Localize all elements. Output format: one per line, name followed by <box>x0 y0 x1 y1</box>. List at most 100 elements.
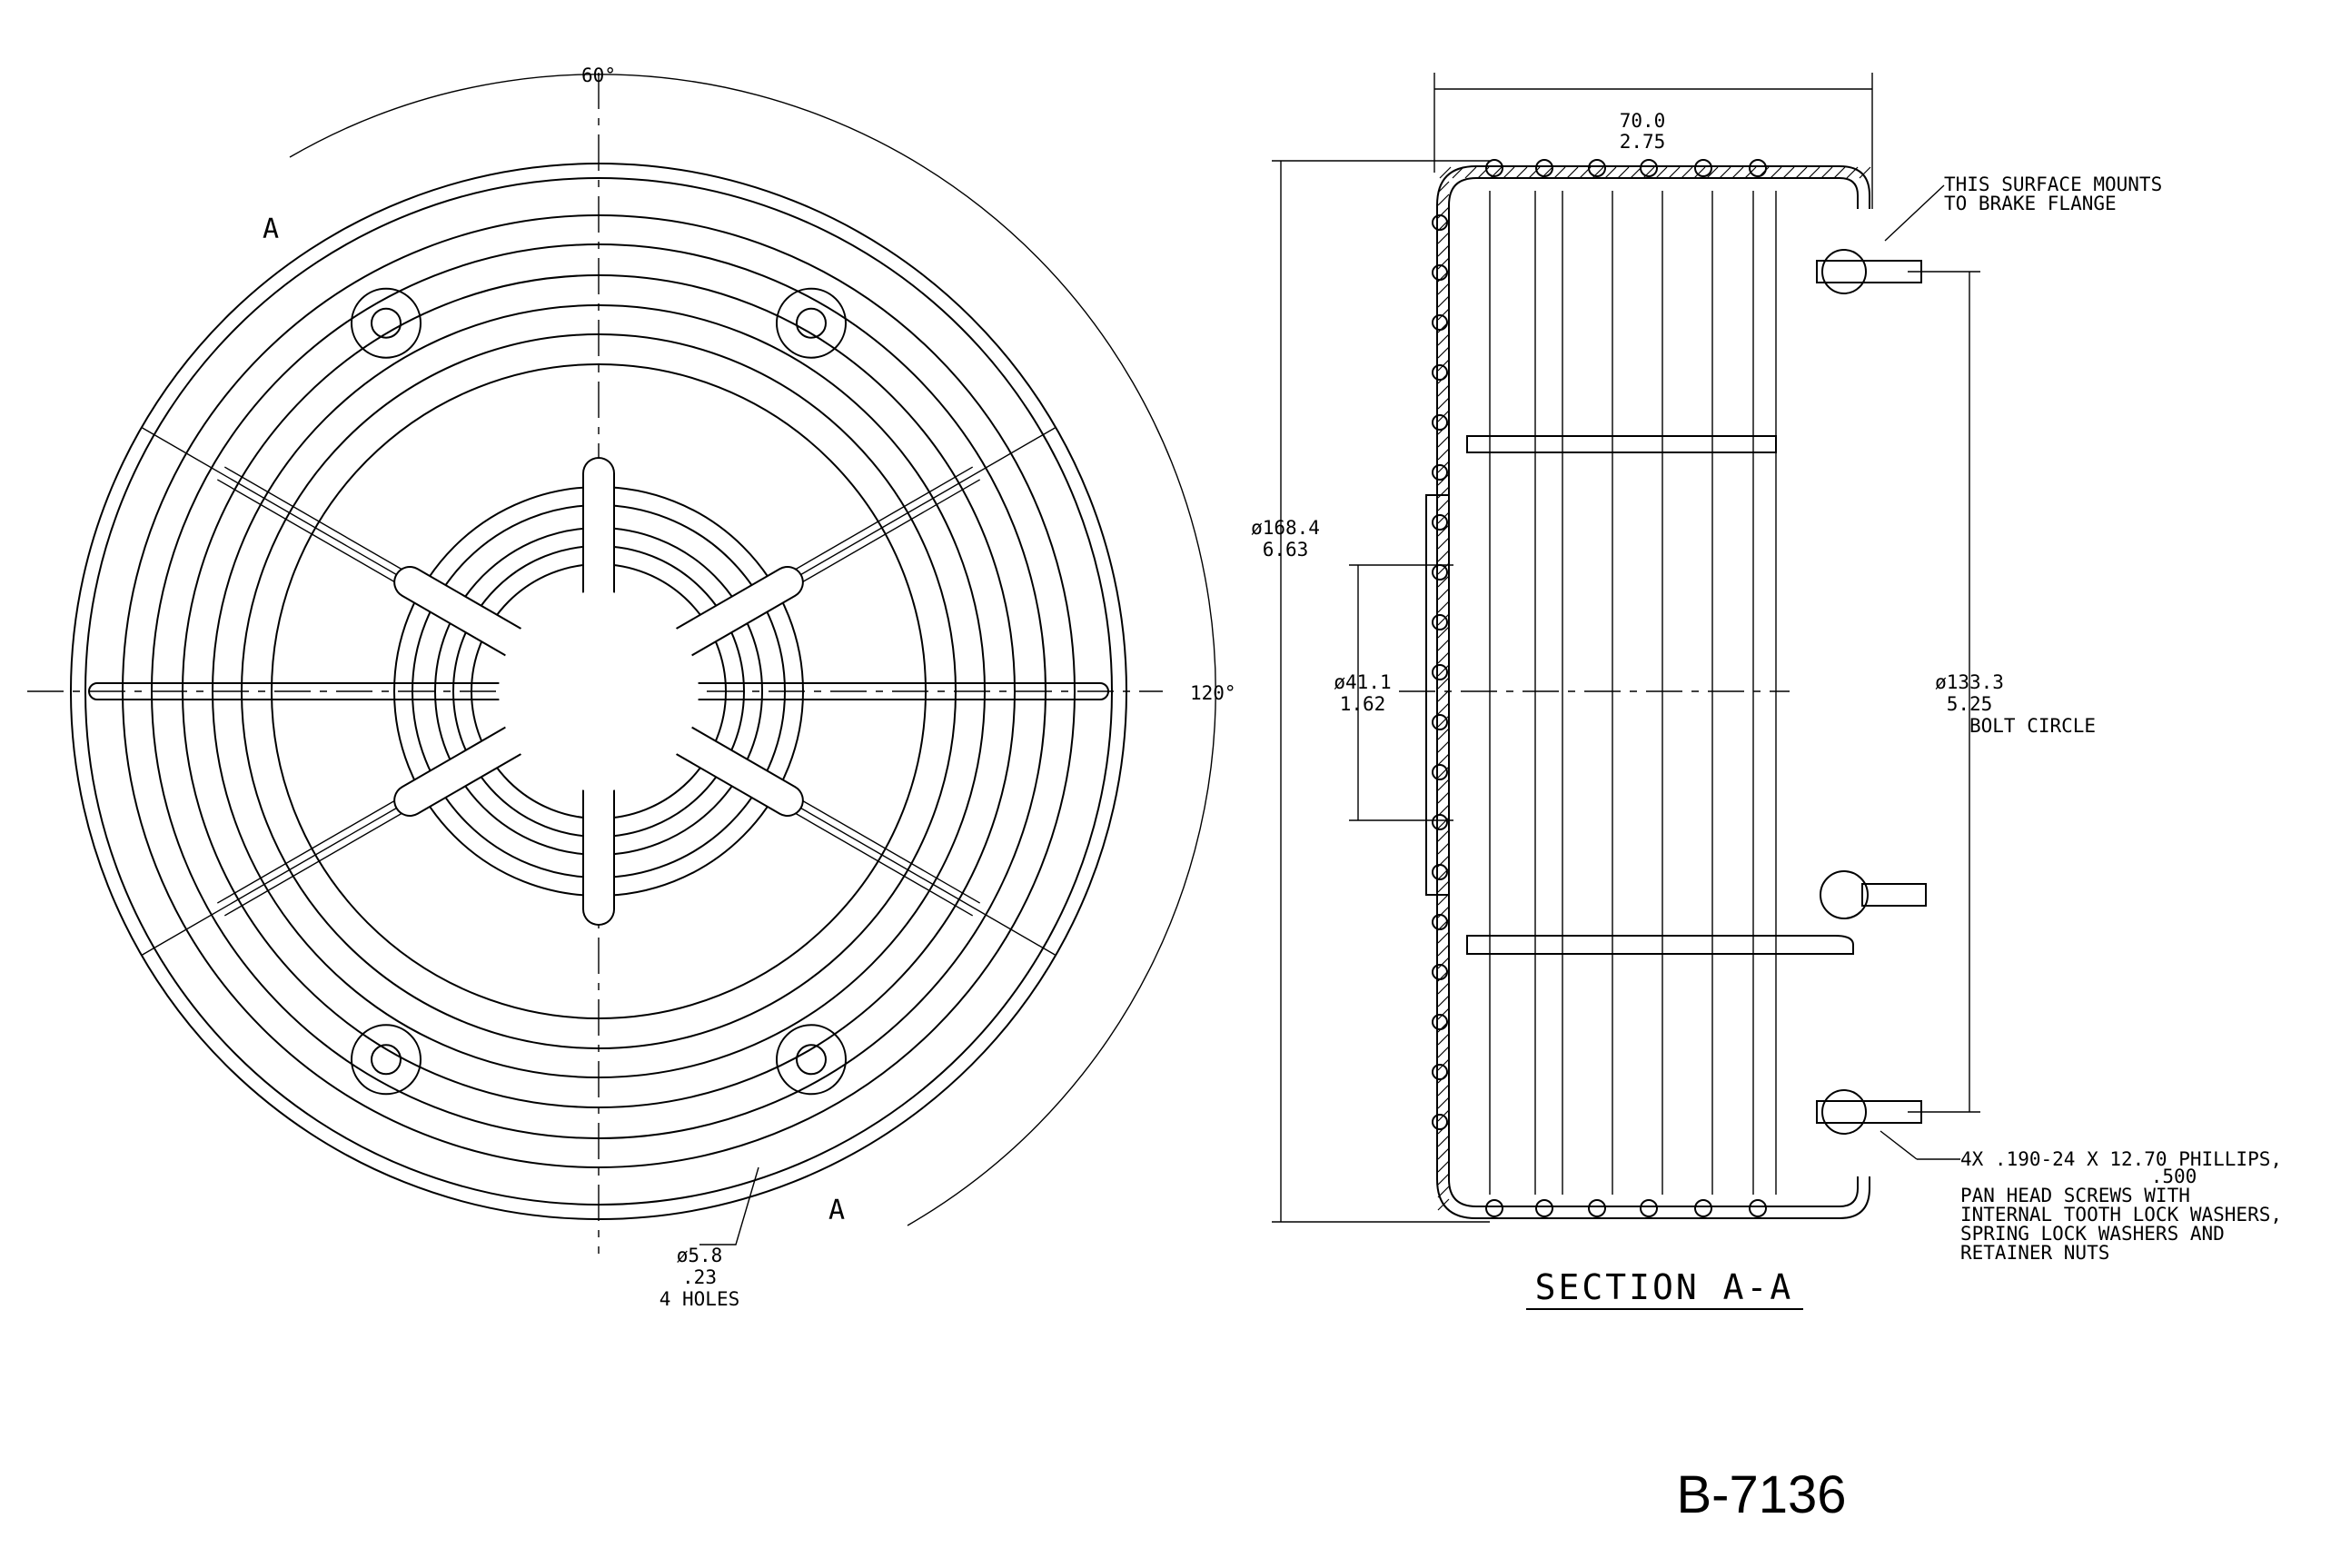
angle-dimension-arc <box>289 74 1216 1226</box>
hatch <box>1782 166 1795 179</box>
mount-note-1: THIS SURFACE MOUNTS <box>1944 174 2162 195</box>
mount-hole <box>796 1044 827 1076</box>
hatch <box>1437 1173 1450 1186</box>
coil-side <box>1432 464 1448 481</box>
hatch <box>1437 1033 1450 1046</box>
hole-dia-in: .23 <box>682 1266 717 1288</box>
hatch <box>1437 1160 1450 1173</box>
bolt-circle-in: 5.25 <box>1947 693 1993 715</box>
screw-note-6: RETAINER NUTS <box>1960 1242 2109 1264</box>
support-strap <box>1466 435 1777 453</box>
hatch <box>1437 931 1450 944</box>
hatch <box>1437 715 1450 728</box>
screw-leader <box>1880 1130 1918 1160</box>
coil-side <box>1432 1064 1448 1080</box>
hatch <box>1437 880 1450 893</box>
hatch <box>1719 166 1731 179</box>
hatch <box>1503 166 1515 179</box>
hatch <box>1515 166 1528 179</box>
hatch <box>1437 740 1450 753</box>
mount-boss <box>776 1024 847 1096</box>
hatch <box>1437 829 1450 842</box>
hatch <box>1846 166 1859 179</box>
coil-side <box>1432 864 1448 880</box>
bolt-circle-mm: ø133.3 <box>1935 671 2004 693</box>
mount-boss <box>351 1024 422 1096</box>
coil-bottom <box>1749 1199 1767 1217</box>
angle-60-label: 60° <box>581 65 616 86</box>
coil-side <box>1432 914 1448 930</box>
coil-bottom <box>1640 1199 1658 1217</box>
coil-side <box>1432 964 1448 980</box>
coil-bottom <box>1694 1199 1712 1217</box>
hatch <box>1437 639 1450 651</box>
hatch <box>1604 166 1617 179</box>
hatch <box>1437 690 1450 702</box>
hatch <box>1437 728 1450 740</box>
angle-120-label: 120° <box>1190 682 1236 704</box>
hatch <box>1437 308 1450 321</box>
hatch <box>1706 166 1719 179</box>
bolt <box>1816 1100 1922 1124</box>
coil-top <box>1535 159 1553 177</box>
hatch <box>1437 753 1450 766</box>
hatch <box>1833 166 1846 179</box>
hatch <box>1452 166 1464 179</box>
coil-bottom <box>1485 1199 1503 1217</box>
hatch <box>1820 166 1833 179</box>
width-dim-mm: 70.0 <box>1620 110 1666 132</box>
hatch <box>1437 181 1450 194</box>
hatch <box>1437 295 1450 308</box>
hatch <box>1437 511 1450 524</box>
bolt-circle-label: BOLT CIRCLE <box>1969 715 2096 737</box>
section-title: SECTION A-A <box>1535 1267 1794 1307</box>
housing-shell-outer <box>1436 165 1870 1219</box>
width-dim-in: 2.75 <box>1620 131 1666 153</box>
coil-side <box>1432 264 1448 281</box>
hatch <box>1553 166 1566 179</box>
hatch <box>1439 166 1452 179</box>
outer-dia-in: 6.63 <box>1263 539 1309 561</box>
hatch <box>1437 842 1450 855</box>
hatch <box>1437 283 1450 295</box>
hatch <box>1437 651 1450 664</box>
screw-note-5: SPRING LOCK WASHERS AND <box>1960 1223 2225 1245</box>
bolt-head <box>1821 1089 1867 1135</box>
bolt <box>1816 260 1922 283</box>
hatch <box>1437 537 1450 550</box>
hatch <box>1437 333 1450 346</box>
coil-side <box>1432 414 1448 431</box>
support-strap <box>1466 935 1854 955</box>
hatch <box>1630 166 1642 179</box>
hatch <box>1859 166 1871 179</box>
hatch <box>1437 486 1450 499</box>
mount-leader <box>1884 184 1945 242</box>
coil-side <box>1432 514 1448 531</box>
hatch <box>1655 166 1668 179</box>
section-marker-top: A <box>263 213 279 245</box>
hatch <box>1437 524 1450 537</box>
hatch <box>1437 384 1450 397</box>
hub-dia-mm: ø41.1 <box>1334 671 1391 693</box>
hub-spoke-fill <box>395 568 535 660</box>
hatch <box>1437 232 1450 244</box>
coil-bottom <box>1588 1199 1606 1217</box>
hatch <box>1437 1135 1450 1147</box>
screw-note-2: .500 <box>2151 1166 2197 1187</box>
hub-spoke-fill <box>662 568 802 660</box>
hatch <box>1437 1186 1450 1198</box>
coil-bottom <box>1535 1199 1553 1217</box>
hub <box>499 591 699 791</box>
mount-hole <box>796 307 827 339</box>
outer-dia-mm: ø168.4 <box>1251 517 1320 539</box>
hatch <box>1681 166 1693 179</box>
hatch <box>1668 166 1681 179</box>
bolt <box>1861 883 1927 907</box>
screw-note-3: PAN HEAD SCREWS WITH <box>1960 1185 2190 1206</box>
coil-side <box>1432 614 1448 630</box>
hatch <box>1437 957 1450 969</box>
housing-shell <box>1448 177 1859 1207</box>
hatch <box>1437 550 1450 562</box>
hatch <box>1437 1198 1450 1211</box>
